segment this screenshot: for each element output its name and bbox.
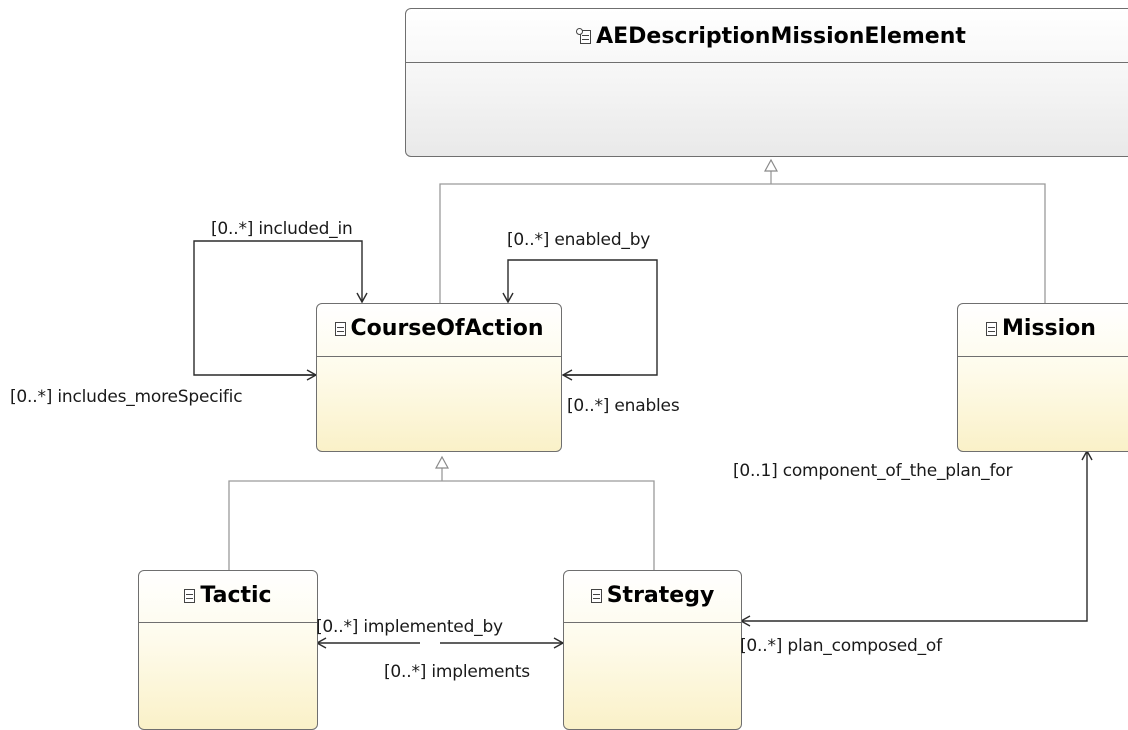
class-tactic[interactable]: Tactic xyxy=(138,570,318,730)
class-header: Mission xyxy=(958,314,1128,344)
class-header: CourseOfAction xyxy=(317,314,561,344)
role-label-included-in: [0..*] included_in xyxy=(211,219,353,239)
role-label-component-of-the-plan-for: [0..1] component_of_the_plan_for xyxy=(733,461,1013,481)
class-ae-description-mission-element[interactable]: AEDescriptionMissionElement xyxy=(405,8,1128,157)
class-compartment-divider xyxy=(139,622,317,623)
class-name: Strategy xyxy=(606,583,715,608)
association-plan-composed-of xyxy=(739,449,1093,627)
class-header: AEDescriptionMissionElement xyxy=(406,22,1128,52)
class-compartment-divider xyxy=(564,622,741,623)
self-association-included-in xyxy=(193,240,368,381)
class-icon xyxy=(184,589,196,603)
class-course-of-action[interactable]: CourseOfAction xyxy=(316,303,562,452)
class-name: AEDescriptionMissionElement xyxy=(596,24,966,49)
abstract-class-icon xyxy=(576,28,592,44)
generalization-to-course-of-action xyxy=(228,457,655,570)
role-label-implemented-by: [0..*] implemented_by xyxy=(316,617,503,637)
role-label-implements: [0..*] implements xyxy=(384,662,530,682)
generalization-to-ae-description xyxy=(439,160,1046,303)
role-label-enables: [0..*] enables xyxy=(567,396,680,416)
class-compartment-divider xyxy=(317,356,561,357)
class-icon xyxy=(986,322,998,336)
class-name: CourseOfAction xyxy=(350,316,544,341)
class-name: Tactic xyxy=(200,583,272,608)
class-compartment-divider xyxy=(958,356,1128,357)
class-strategy[interactable]: Strategy xyxy=(563,570,742,730)
class-compartment-divider xyxy=(406,62,1128,63)
class-header: Tactic xyxy=(139,581,317,611)
class-icon xyxy=(590,589,602,603)
self-association-enabled-by xyxy=(502,259,658,381)
role-label-enabled-by: [0..*] enabled_by xyxy=(507,230,651,250)
class-name: Mission xyxy=(1002,316,1096,341)
role-label-includes-more-specific: [0..*] includes_moreSpecific xyxy=(10,387,243,407)
class-icon xyxy=(334,322,346,336)
class-mission[interactable]: Mission xyxy=(957,303,1128,452)
class-header: Strategy xyxy=(564,581,741,611)
role-label-plan-composed-of: [0..*] plan_composed_of xyxy=(740,636,942,656)
